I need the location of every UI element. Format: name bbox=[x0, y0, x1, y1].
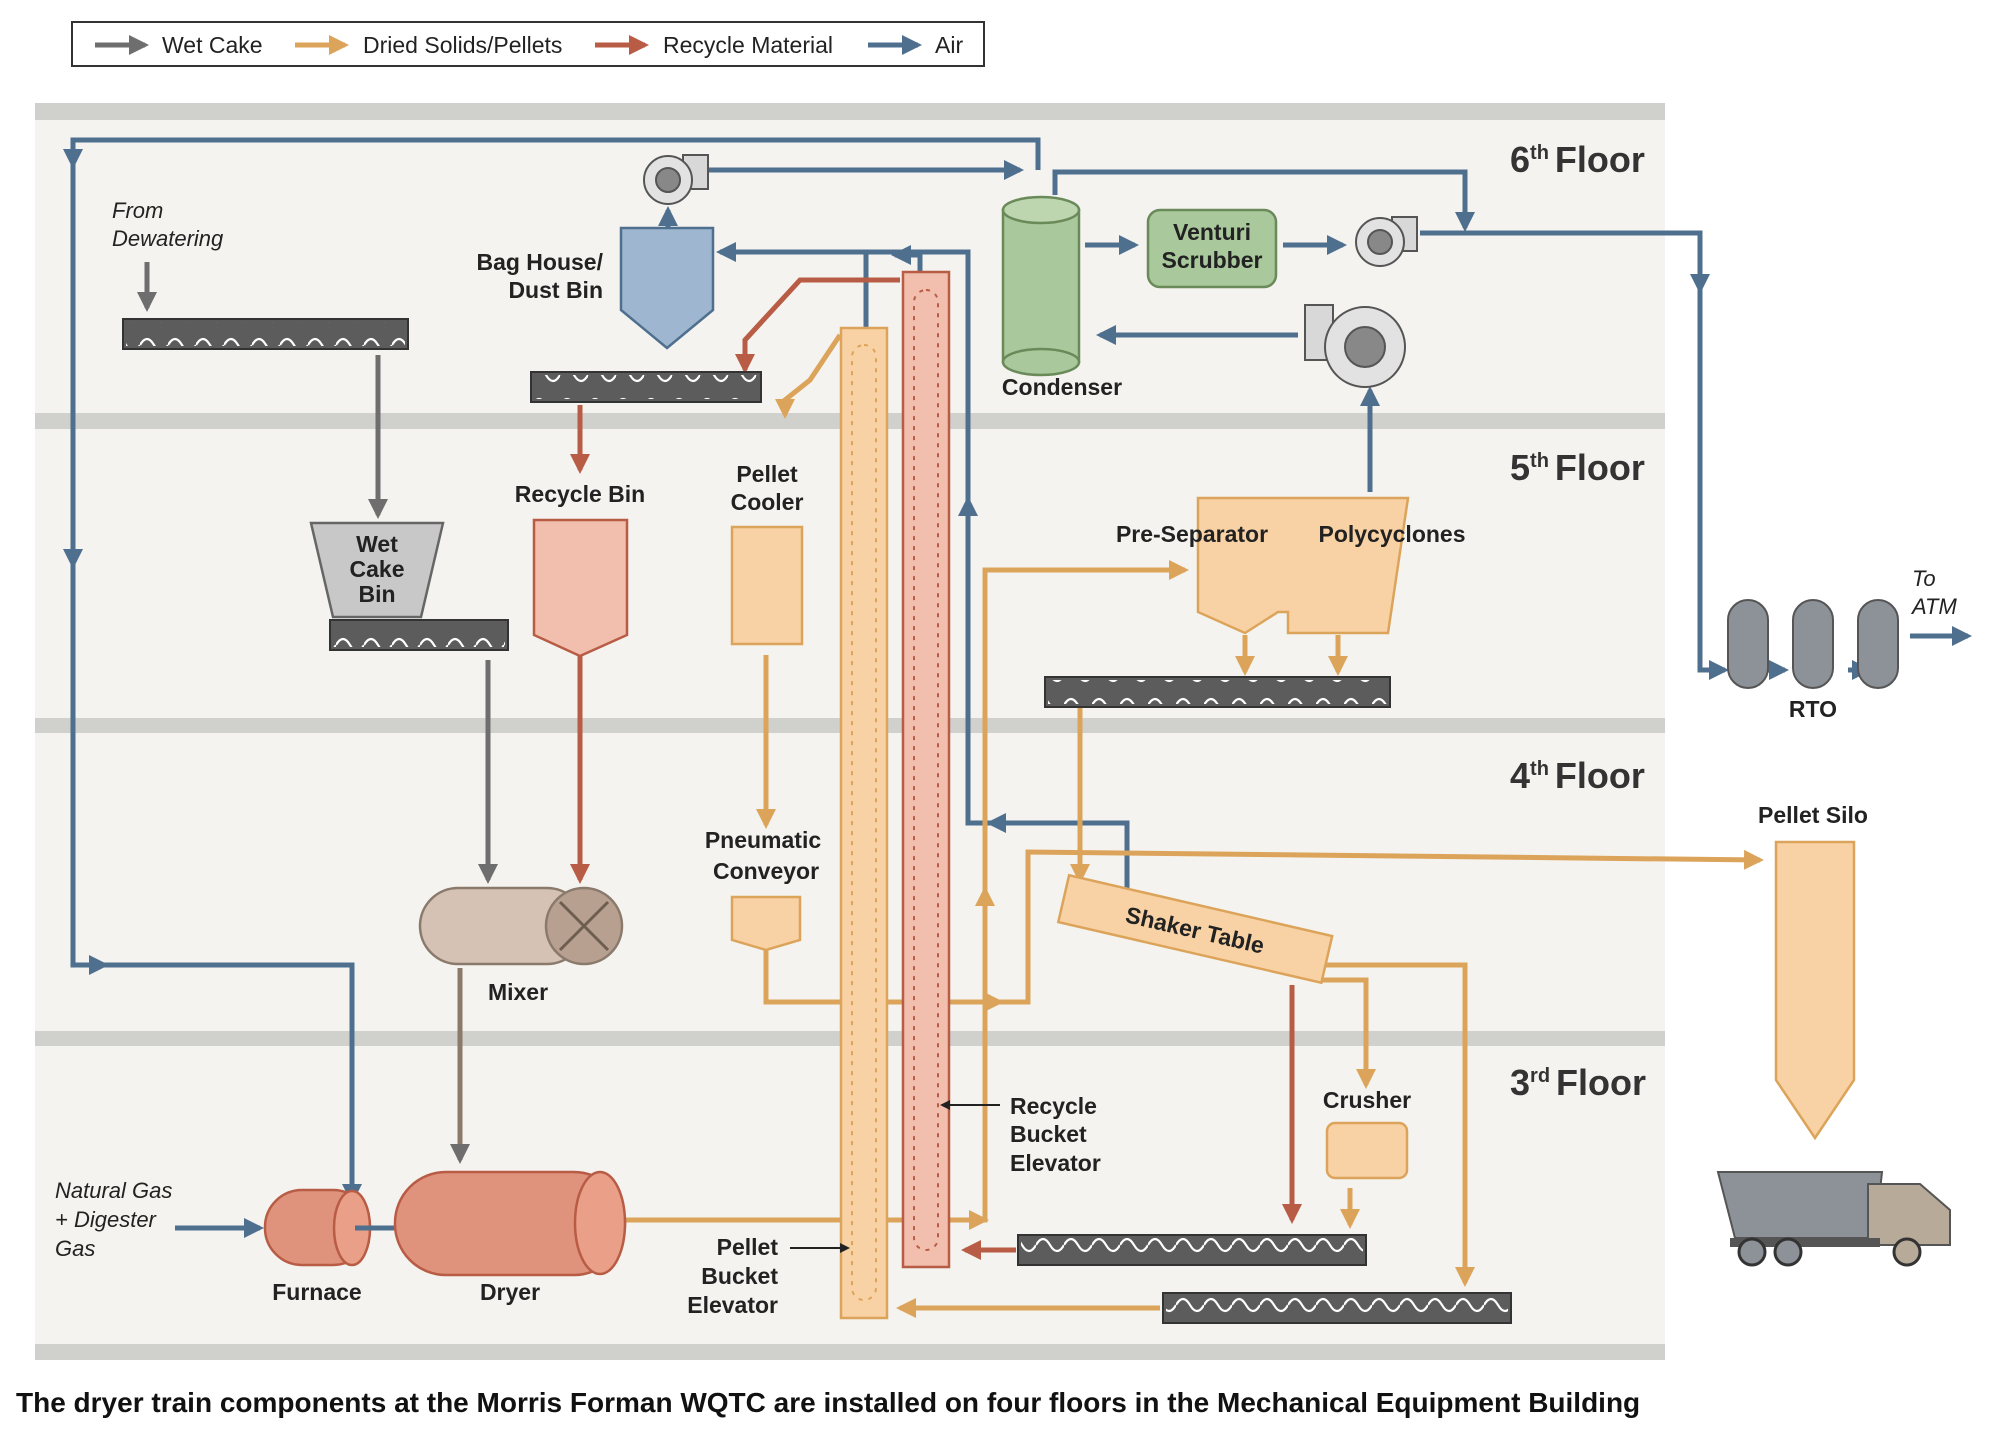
screw-conveyors bbox=[122, 318, 1512, 1324]
floor-slab bbox=[35, 103, 1665, 120]
blower-icon bbox=[643, 154, 709, 205]
dryer-label: Dryer bbox=[480, 1279, 540, 1305]
floor-slab bbox=[35, 1344, 1665, 1360]
air-lines bbox=[63, 137, 1972, 1204]
recycle-bin bbox=[532, 518, 629, 658]
bag-house-dust-bin bbox=[619, 226, 715, 350]
mixer-label: Mixer bbox=[488, 979, 548, 1005]
from-dewatering-label: From bbox=[112, 198, 163, 223]
pneumatic-conveyor-label: Pneumatic bbox=[705, 827, 822, 853]
rto-label: RTO bbox=[1789, 696, 1837, 722]
recycle-elevator-label: Bucket bbox=[1010, 1121, 1087, 1147]
pellet-silo bbox=[1774, 840, 1856, 1141]
pellet-elevator-label: Pellet bbox=[717, 1234, 779, 1260]
wet-cake-bin-label: Cake bbox=[350, 556, 405, 582]
pneumatic-conveyor-label: Conveyor bbox=[713, 858, 819, 884]
crusher-label: Crusher bbox=[1323, 1087, 1411, 1113]
pellet-cooler-label: Cooler bbox=[731, 489, 804, 515]
furnace bbox=[263, 1188, 372, 1267]
venturi-scrubber-label: Scrubber bbox=[1162, 247, 1263, 273]
pre-separator-polycyclones bbox=[1196, 496, 1410, 635]
furnace-label: Furnace bbox=[272, 1279, 361, 1305]
wet-cake-bin-label: Wet bbox=[356, 531, 398, 557]
recycle-bin-label: Recycle Bin bbox=[515, 481, 645, 507]
wet-cake-bin bbox=[309, 521, 445, 619]
polycyclones-label: Polycyclones bbox=[1318, 521, 1465, 547]
pellet-cooler-label: Pellet bbox=[736, 461, 798, 487]
truck-icon bbox=[1716, 1171, 1951, 1267]
condenser-label: Condenser bbox=[1002, 374, 1122, 400]
natural-gas-label: Natural Gas bbox=[55, 1178, 172, 1203]
venturi-scrubber bbox=[1146, 208, 1278, 289]
dryer bbox=[393, 1170, 627, 1277]
recycle-elevator-label: Elevator bbox=[1010, 1150, 1101, 1176]
figure-caption: The dryer train components at the Morris… bbox=[16, 1387, 1640, 1418]
pre-separator-label: Pre-Separator bbox=[1116, 521, 1268, 547]
to-atm-label: ATM bbox=[1910, 594, 1957, 619]
dried-solids-lines bbox=[625, 333, 1764, 1318]
bag-house-label: Bag House/ bbox=[476, 249, 603, 275]
pneumatic-conveyor bbox=[730, 895, 802, 952]
pellet-elevator-label: Elevator bbox=[687, 1292, 778, 1318]
to-atm-label: To bbox=[1912, 566, 1936, 591]
natural-gas-label: Gas bbox=[55, 1236, 95, 1261]
pellet-elevator-label: Bucket bbox=[701, 1263, 778, 1289]
crusher bbox=[1325, 1121, 1409, 1180]
recycle-elevator-label: Recycle bbox=[1010, 1093, 1097, 1119]
blower-icon bbox=[1304, 304, 1406, 388]
wet-cake-bin-label: Bin bbox=[358, 581, 395, 607]
pellet-silo-label: Pellet Silo bbox=[1758, 802, 1868, 828]
legend-recycle-material: Recycle Material bbox=[663, 32, 833, 58]
bag-house-label: Dust Bin bbox=[508, 277, 603, 303]
legend-wet-cake: Wet Cake bbox=[162, 32, 263, 58]
pellet-bucket-elevator bbox=[839, 326, 889, 1320]
recycle-lines bbox=[570, 277, 1302, 1260]
wet-cake-lines bbox=[137, 262, 498, 1164]
condenser bbox=[1001, 195, 1081, 377]
venturi-scrubber-label: Venturi bbox=[1173, 219, 1251, 245]
legend-dried-solids: Dried Solids/Pellets bbox=[363, 32, 562, 58]
from-dewatering-label: Dewatering bbox=[112, 226, 224, 251]
natural-gas-label: + Digester bbox=[55, 1207, 158, 1232]
rto-tanks bbox=[1727, 599, 1899, 689]
recycle-bucket-elevator bbox=[901, 270, 951, 1269]
blower-icon bbox=[1355, 216, 1418, 267]
pellet-cooler bbox=[730, 525, 804, 646]
legend-box bbox=[71, 21, 985, 67]
mixer bbox=[418, 886, 624, 966]
shaker-table bbox=[1056, 873, 1334, 985]
legend: Wet Cake Dried Solids/Pellets Recycle Ma… bbox=[71, 21, 985, 67]
legend-air: Air bbox=[935, 32, 963, 58]
